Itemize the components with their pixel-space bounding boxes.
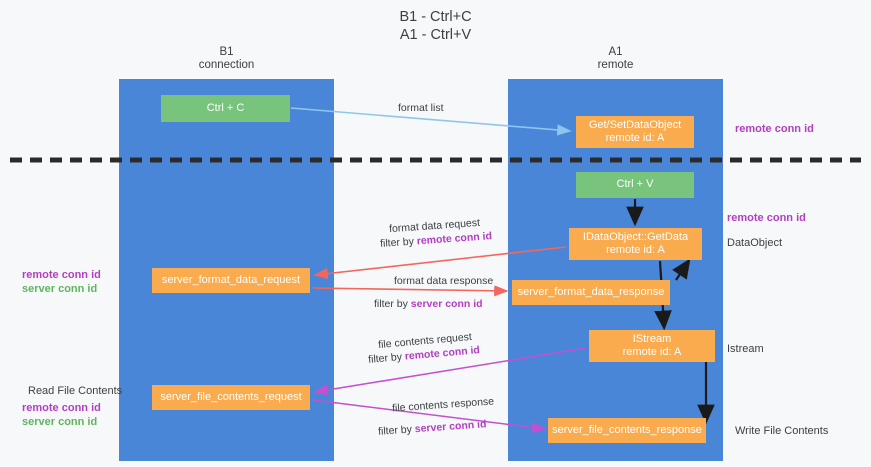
lane-header-b1: B1 connection <box>119 46 334 72</box>
lane-header-a1: A1 remote <box>508 46 723 72</box>
annotation-read-file-contents: Read File Contents <box>28 385 123 397</box>
title-line-1: B1 - Ctrl+C <box>399 9 472 25</box>
edge-label-format-list: format list <box>398 102 444 114</box>
filter-prefix: filter by <box>374 298 411 310</box>
edge-label-file-contents-response-filter: filter by server conn id <box>378 417 487 439</box>
node-getdata-line1: IDataObject::GetData <box>582 230 689 243</box>
edge-label-format-data-response-filter: filter by server conn id <box>374 297 483 311</box>
node-sfcres-label: server_file_contents_response <box>552 423 702 436</box>
filter-key-remote-conn-id: remote conn id <box>416 230 493 248</box>
edge-label-format-data-response: format data response <box>394 275 494 287</box>
filter-key-server-conn-id: server conn id <box>414 418 487 436</box>
node-ctrl-c[interactable]: Ctrl + C <box>161 95 290 122</box>
diagram-title: B1 - Ctrl+C A1 - Ctrl+V <box>0 8 871 44</box>
arrow-format-data-response <box>312 285 509 297</box>
node-sfdreq-label: server_format_data_request <box>161 273 301 286</box>
filter-prefix: filter by <box>377 423 416 438</box>
lane-header-b1-sub: connection <box>198 59 255 71</box>
node-istream-line2: remote id: A <box>622 346 682 358</box>
node-sfdres-label: server_format_data_response <box>517 285 665 298</box>
filter-prefix: filter by <box>379 235 418 250</box>
node-idataobject-getdata[interactable]: IDataObject::GetData remote id: A <box>569 228 702 260</box>
node-ctrl-v-label: Ctrl + V <box>616 178 654 191</box>
node-ctrl-c-label: Ctrl + C <box>206 101 245 114</box>
node-idataobject-line1: Get/SetDataObject <box>588 118 682 131</box>
lane-header-a1-name: A1 <box>608 46 623 58</box>
node-ctrl-v[interactable]: Ctrl + V <box>576 172 694 198</box>
annotation-left-conn-ids: remote conn id server conn id <box>22 268 101 296</box>
annotation-left-server-conn-id-2: server conn id <box>22 416 98 428</box>
node-server-format-data-response[interactable]: server_format_data_response <box>512 280 670 305</box>
annotation-istream: Istream <box>727 343 764 355</box>
node-istream[interactable]: IStream remote id: A <box>589 330 715 362</box>
annotation-left-server-conn-id: server conn id <box>22 283 98 295</box>
annotation-left-remote-conn-id-2: remote conn id <box>22 402 101 414</box>
annotation-write-file-contents: Write File Contents <box>735 425 829 437</box>
node-server-file-contents-response[interactable]: server_file_contents_response <box>548 418 706 443</box>
annotation-remote-conn-id-top: remote conn id <box>735 123 814 135</box>
node-sfcreq-label: server_file_contents_request <box>160 390 302 403</box>
edge-label-file-contents-response: file contents response <box>391 395 495 415</box>
node-idataobject[interactable]: Get/SetDataObject remote id: A <box>576 116 694 148</box>
filter-prefix: filter by <box>367 350 406 366</box>
filter-key-server-conn-id: server conn id <box>410 298 483 310</box>
lane-header-b1-name: B1 <box>219 46 234 58</box>
node-getdata-line2: remote id: A <box>606 244 665 256</box>
node-istream-line1: IStream <box>632 332 672 345</box>
annotation-dataobject: DataObject <box>727 237 783 249</box>
node-server-file-contents-request[interactable]: server_file_contents_request <box>152 385 310 410</box>
annotation-remote-conn-id-mid: remote conn id <box>727 212 806 224</box>
annotation-left-conn-ids-2: remote conn id server conn id <box>22 401 101 429</box>
annotation-left-remote-conn-id: remote conn id <box>22 269 101 281</box>
node-server-format-data-request[interactable]: server_format_data_request <box>152 268 310 293</box>
node-idataobject-line2: remote id: A <box>605 132 665 144</box>
title-line-2: A1 - Ctrl+V <box>399 27 472 43</box>
lane-header-a1-sub: remote <box>597 59 634 71</box>
